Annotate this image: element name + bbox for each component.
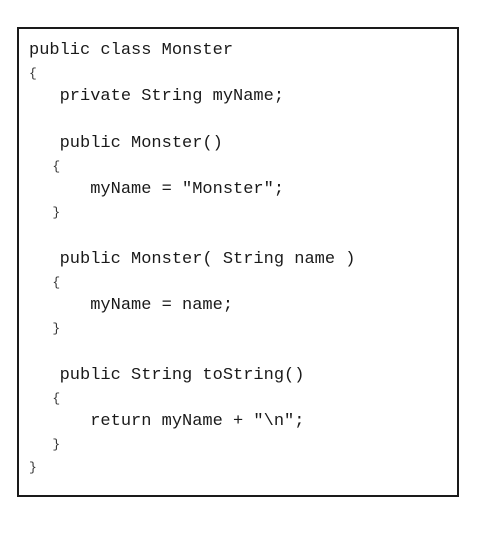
code-line-12: myName = name;	[29, 296, 234, 316]
code-line-6: {	[29, 158, 61, 174]
code-line-15: public String toString()	[29, 365, 305, 385]
code-listing-box: public class Monster { private String my…	[17, 27, 459, 497]
code-line-18: }	[29, 437, 61, 453]
code-line-13: }	[29, 321, 61, 337]
code-line-9	[29, 225, 355, 248]
code-line-16: {	[29, 390, 61, 406]
code-line-5: public Monster()	[29, 133, 223, 153]
code-line-8: }	[29, 205, 61, 221]
code-line-10: public Monster( String name )	[29, 249, 356, 269]
code-line-19: }	[29, 460, 37, 476]
code-line-4	[29, 109, 355, 132]
code-line-7: myName = "Monster";	[29, 180, 285, 200]
code-line-11: {	[29, 274, 61, 290]
code-line-17: return myName + "\n";	[29, 412, 305, 431]
code-line-2: {	[29, 66, 37, 82]
code-listing: public class Monster { private String my…	[29, 39, 355, 480]
code-line-14	[29, 340, 355, 363]
code-line-3: private String myName;	[29, 87, 285, 107]
code-line-1: public class Monster	[29, 41, 234, 60]
